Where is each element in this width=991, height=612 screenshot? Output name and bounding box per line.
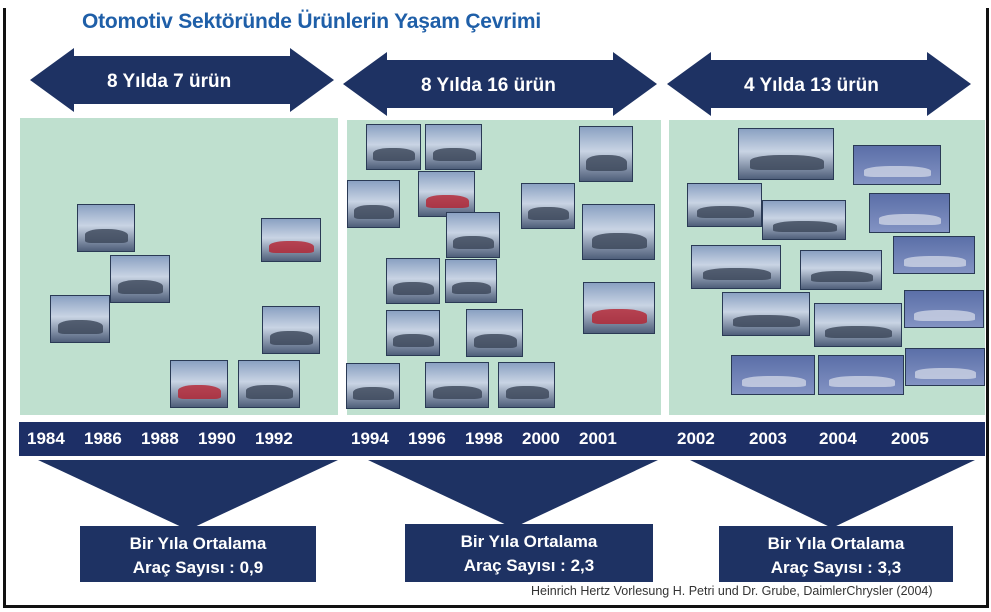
timeline-bar [19,422,985,456]
period-3-average-box: Bir Yıla Ortalama Araç Sayısı : 3,3 [719,526,953,582]
year-label: 1990 [198,429,236,448]
car-photo-placeholder [869,193,950,233]
year-label: 2002 [677,429,715,448]
car-photo [170,360,228,408]
car-photo-placeholder [731,355,815,395]
period-2-arrow [343,52,657,116]
slide-title: Otomotiv Sektöründe Ürünlerin Yaşam Çevr… [82,10,541,33]
car-photo [583,282,655,334]
period-2-arrow-label: 8 Yılda 16 ürün [421,75,556,96]
period-2-average-box: Bir Yıla Ortalama Araç Sayısı : 2,3 [405,524,653,582]
car-photo-placeholder [818,355,904,395]
year-label: 1992 [255,429,293,448]
car-photo [687,183,762,227]
car-photo [346,363,400,409]
year-label: 1998 [465,429,503,448]
car-photo [110,255,170,303]
car-photo [386,258,440,304]
car-photo [762,200,846,240]
car-photo [366,124,421,170]
car-photo [446,212,500,258]
period-1-down-arrow [38,460,338,530]
car-photo-placeholder [904,290,984,328]
period-1-average-box: Bir Yıla Ortalama Araç Sayısı : 0,9 [80,526,316,582]
period-3-down-arrow [690,460,975,528]
car-photo [50,295,110,343]
average-box-line2: Araç Sayısı : 3,3 [770,558,902,577]
year-label: 1984 [27,429,65,448]
year-label: 1988 [141,429,179,448]
car-photo [466,309,523,357]
car-photo [347,180,400,228]
car-photo-placeholder [905,348,985,386]
car-photo [521,183,575,229]
year-label: 2001 [579,429,617,448]
average-box-line2: Araç Sayısı : 2,3 [463,556,595,575]
car-photo [425,362,489,408]
period-2-down-arrow [368,460,658,528]
year-label: 1986 [84,429,122,448]
car-photo [418,171,475,217]
period-3-arrow-label: 4 Yılda 13 ürün [744,75,879,96]
year-label: 2004 [819,429,857,448]
average-box-line1: Bir Yıla Ortalama [129,534,267,553]
car-photo [738,128,834,180]
frame-right-border [986,8,989,608]
car-photo [800,250,882,290]
year-label: 1996 [408,429,446,448]
year-label: 2000 [522,429,560,448]
year-label: 1994 [351,429,389,448]
period-3-arrow [667,52,971,116]
period-1-arrow-label: 8 Yılda 7 ürün [107,71,232,92]
car-photo [498,362,555,408]
car-photo [425,124,482,170]
frame-bottom-border [3,605,989,608]
car-photo [238,360,300,408]
period-1-arrow [30,48,334,112]
car-photo [261,218,321,262]
average-box-line1: Bir Yıla Ortalama [460,532,598,551]
car-photo [691,245,781,289]
car-photo-placeholder [853,145,941,185]
frame-left-border [3,8,6,608]
car-photo-placeholder [893,236,975,274]
car-photo [386,310,440,356]
year-label: 2003 [749,429,787,448]
average-box-line2: Araç Sayısı : 0,9 [132,558,264,577]
car-photo [582,204,655,260]
car-photo [445,259,497,303]
car-photo [77,204,135,252]
source-citation: Heinrich Hertz Vorlesung H. Petri und Dr… [531,584,933,598]
car-photo [262,306,320,354]
car-photo [579,126,633,182]
average-box-line1: Bir Yıla Ortalama [767,534,905,553]
car-photo [814,303,902,347]
year-label: 2005 [891,429,929,448]
car-photo [722,292,810,336]
